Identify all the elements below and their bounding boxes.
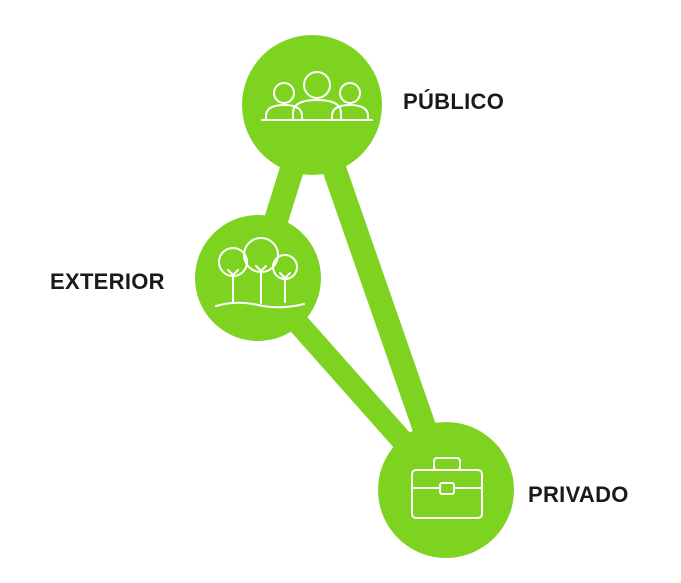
briefcase-icon [411, 457, 483, 519]
label-publico: PÚBLICO [403, 89, 505, 114]
trees-icon [215, 237, 305, 309]
node-circle-exterior [195, 215, 321, 341]
node-circle-privado [378, 422, 514, 558]
node-publico [242, 35, 382, 175]
node-exterior [195, 215, 321, 341]
label-exterior: EXTERIOR [50, 269, 165, 294]
node-circle-publico [242, 35, 382, 175]
node-privado [378, 422, 514, 558]
people-group-icon [261, 71, 373, 121]
label-privado: PRIVADO [528, 482, 629, 507]
